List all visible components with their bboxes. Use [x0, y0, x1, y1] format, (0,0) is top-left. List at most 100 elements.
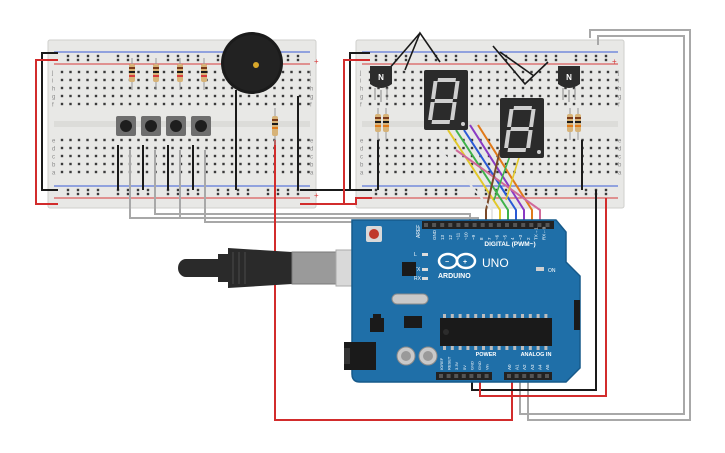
bb-hole[interactable]	[86, 170, 89, 174]
rail-hole[interactable]	[176, 54, 180, 58]
bb-hole[interactable]	[598, 146, 601, 150]
bb-hole[interactable]	[487, 78, 491, 82]
bb-hole[interactable]	[428, 146, 431, 150]
rail-hole[interactable]	[86, 54, 90, 58]
bb-hole[interactable]	[264, 170, 268, 174]
bb-hole[interactable]	[479, 70, 482, 74]
bb-hole[interactable]	[298, 78, 302, 82]
rail-hole[interactable]	[394, 54, 398, 58]
bb-hole[interactable]	[188, 154, 191, 158]
bb-hole[interactable]	[453, 154, 457, 158]
bb-hole[interactable]	[77, 78, 81, 82]
bb-hole[interactable]	[487, 94, 491, 98]
bb-hole[interactable]	[298, 102, 302, 106]
bb-hole[interactable]	[402, 138, 406, 142]
bb-hole[interactable]	[171, 138, 174, 142]
rail-hole[interactable]	[146, 192, 150, 196]
bb-hole[interactable]	[589, 138, 593, 142]
header-pin[interactable]	[439, 374, 443, 378]
bb-hole[interactable]	[504, 94, 508, 98]
bb-hole[interactable]	[470, 94, 474, 98]
bb-hole[interactable]	[103, 170, 106, 174]
bb-hole[interactable]	[521, 162, 525, 166]
bb-hole[interactable]	[111, 138, 115, 142]
bb-hole[interactable]	[428, 154, 431, 158]
bb-hole[interactable]	[128, 86, 132, 90]
bb-hole[interactable]	[128, 102, 132, 106]
bb-hole[interactable]	[230, 102, 234, 106]
bb-hole[interactable]	[307, 70, 310, 74]
rail-hole[interactable]	[236, 192, 240, 196]
header-pin[interactable]	[505, 223, 509, 227]
bb-hole[interactable]	[547, 86, 550, 90]
rail-hole[interactable]	[554, 188, 558, 192]
resistor[interactable]	[153, 58, 159, 90]
bb-hole[interactable]	[145, 138, 149, 142]
rail-hole[interactable]	[594, 54, 598, 58]
bb-hole[interactable]	[188, 78, 191, 82]
bb-hole[interactable]	[247, 102, 251, 106]
transistor[interactable]: N	[370, 66, 392, 102]
rail-hole[interactable]	[236, 188, 240, 192]
bb-hole[interactable]	[103, 146, 106, 150]
rail-hole[interactable]	[136, 192, 140, 196]
bb-hole[interactable]	[453, 146, 457, 150]
bb-hole[interactable]	[496, 102, 499, 106]
bb-hole[interactable]	[589, 78, 593, 82]
bb-hole[interactable]	[196, 138, 200, 142]
bb-hole[interactable]	[222, 146, 225, 150]
bb-hole[interactable]	[428, 138, 431, 142]
bb-hole[interactable]	[615, 154, 618, 158]
bb-hole[interactable]	[145, 102, 149, 106]
bb-hole[interactable]	[436, 170, 440, 174]
bb-hole[interactable]	[86, 162, 89, 166]
header-pin[interactable]	[477, 374, 481, 378]
rail-hole[interactable]	[116, 192, 120, 196]
bb-hole[interactable]	[606, 94, 610, 98]
rail-hole[interactable]	[544, 192, 548, 196]
wire-ground-right[interactable]	[349, 52, 370, 191]
rail-hole[interactable]	[594, 58, 598, 62]
bb-hole[interactable]	[281, 138, 285, 142]
bb-hole[interactable]	[281, 102, 285, 106]
bb-hole[interactable]	[154, 146, 157, 150]
rail-hole[interactable]	[384, 54, 388, 58]
bb-hole[interactable]	[86, 86, 89, 90]
bb-hole[interactable]	[77, 70, 81, 74]
rail-hole[interactable]	[394, 192, 398, 196]
bb-hole[interactable]	[264, 102, 268, 106]
bb-hole[interactable]	[615, 94, 618, 98]
bb-hole[interactable]	[307, 86, 310, 90]
bb-hole[interactable]	[572, 146, 576, 150]
bb-hole[interactable]	[179, 86, 183, 90]
bb-hole[interactable]	[411, 162, 414, 166]
bb-hole[interactable]	[453, 162, 457, 166]
rail-hole[interactable]	[404, 54, 408, 58]
bb-hole[interactable]	[213, 162, 217, 166]
bb-hole[interactable]	[538, 70, 542, 74]
bb-hole[interactable]	[290, 78, 293, 82]
bb-hole[interactable]	[94, 70, 98, 74]
bb-hole[interactable]	[496, 138, 499, 142]
bb-hole[interactable]	[615, 138, 618, 142]
bb-hole[interactable]	[564, 154, 567, 158]
bb-hole[interactable]	[598, 94, 601, 98]
bb-hole[interactable]	[419, 102, 423, 106]
bb-hole[interactable]	[555, 162, 559, 166]
bb-hole[interactable]	[564, 86, 567, 90]
header-pin[interactable]	[488, 223, 493, 227]
bb-hole[interactable]	[555, 70, 559, 74]
wire-transistor-jump-2[interactable]	[387, 32, 421, 71]
bb-hole[interactable]	[564, 162, 567, 166]
bb-hole[interactable]	[298, 138, 302, 142]
bb-hole[interactable]	[128, 146, 132, 150]
rail-hole[interactable]	[96, 58, 100, 62]
header-pin[interactable]	[529, 374, 534, 378]
bb-hole[interactable]	[530, 170, 533, 174]
bb-hole[interactable]	[436, 154, 440, 158]
bb-hole[interactable]	[256, 138, 259, 142]
bb-hole[interactable]	[307, 78, 310, 82]
bb-hole[interactable]	[479, 102, 482, 106]
rail-hole[interactable]	[494, 54, 498, 58]
bb-hole[interactable]	[547, 70, 550, 74]
